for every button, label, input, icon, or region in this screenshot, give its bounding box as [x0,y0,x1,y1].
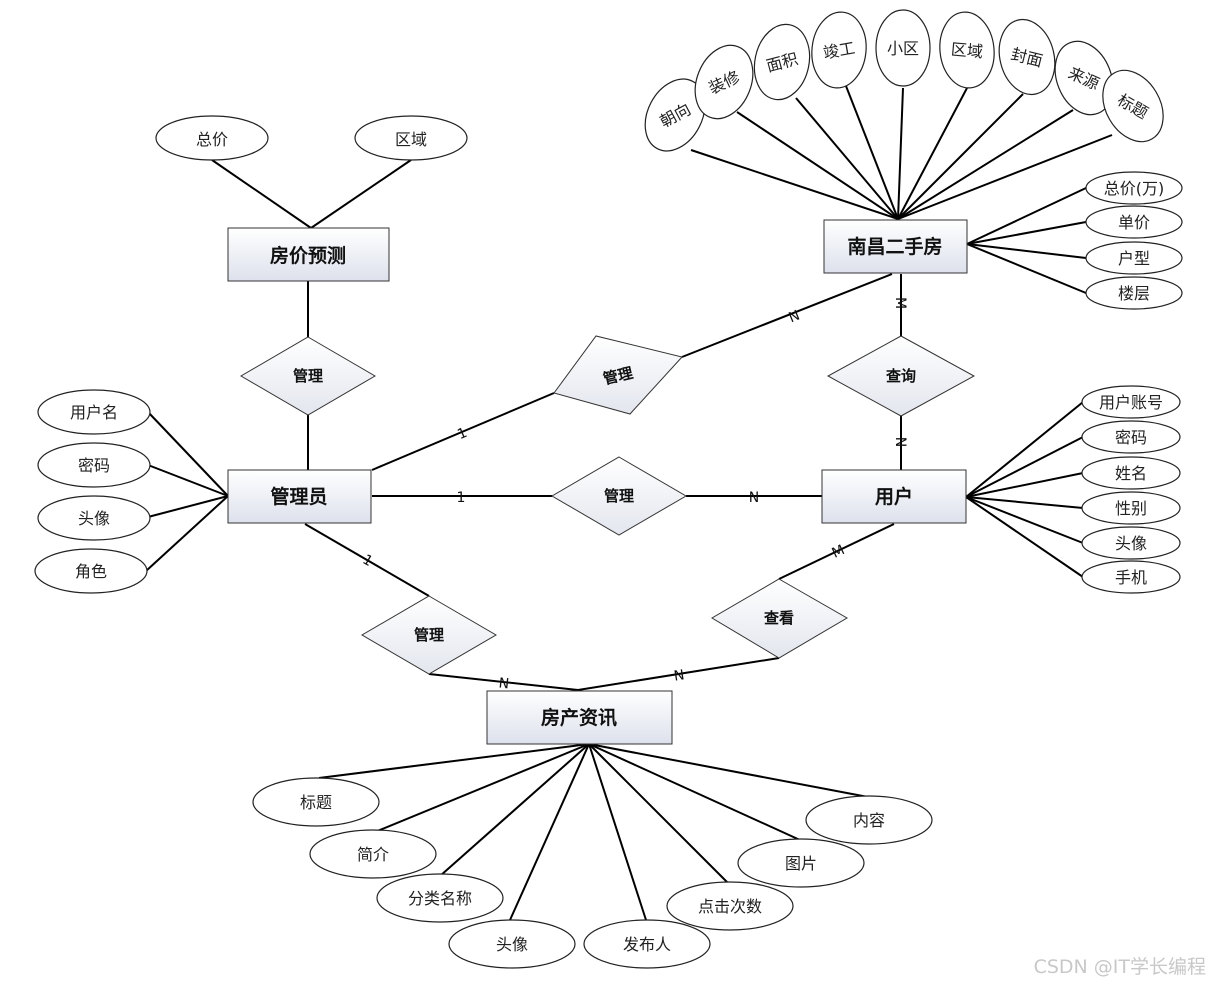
attr-label: 头像 [1115,534,1147,553]
attr-label: 姓名 [1115,464,1147,483]
relation-label: 管理 [293,367,323,385]
entity-house-price-prediction[interactable]: 房价预测 [227,227,390,282]
attr-news-image: 图片 [737,838,865,888]
attr-house-total-price-wan: 总价(万) [1085,171,1183,205]
attr-label: 总价(万) [1104,179,1165,198]
attr-user-phone: 手机 [1081,560,1181,594]
entity-label: 房价预测 [270,244,346,267]
attr-label: 小区 [887,39,919,58]
entity-user[interactable]: 用户 [821,469,967,524]
attr-news-click-count: 点击次数 [666,881,794,931]
attr-news-title: 标题 [252,777,380,827]
attr-label: 标题 [300,793,332,812]
attr-prediction-region: 区域 [354,115,468,161]
attr-label: 头像 [78,509,110,528]
attr-label: 密码 [1115,428,1147,447]
attr-label: 户型 [1118,249,1150,268]
attr-admin-username: 用户名 [37,389,151,435]
attr-house-title: 标题 [1102,69,1164,143]
attr-news-publisher: 发布人 [583,919,711,969]
entity-label: 用户 [875,485,913,508]
relation-admin-house[interactable]: 管理 [553,335,683,415]
attr-label: 发布人 [623,935,671,954]
attr-prediction-total-price: 总价 [155,115,269,161]
relation-label: 管理 [604,487,634,505]
attr-news-category: 分类名称 [376,873,504,923]
relation-admin-prediction[interactable]: 管理 [240,336,376,416]
attr-user-avatar: 头像 [1081,526,1181,560]
card-admin-house-1: 1 [455,425,469,443]
attr-label: 内容 [853,811,885,830]
attr-admin-role: 角色 [34,548,148,594]
card-query-m: M [892,297,908,309]
card-admin-news-1: 1 [360,552,376,570]
attr-label: 密码 [78,456,110,475]
entity-admin[interactable]: 管理员 [227,469,372,524]
card-admin-user-1: 1 [457,490,466,506]
entity-label: 管理员 [270,485,327,508]
attr-house-orientation: 朝向 [644,78,706,152]
relation-label: 管理 [414,626,444,644]
attr-label: 区域 [950,40,984,62]
attr-house-decoration: 装修 [694,44,754,120]
attr-admin-avatar: 头像 [37,495,151,541]
attr-house-layout: 户型 [1085,241,1183,275]
relation-admin-news[interactable]: 管理 [361,595,497,675]
attr-label: 用户名 [70,403,118,422]
connector-lines [145,85,1113,921]
attr-house-community: 小区 [875,9,931,87]
relation-admin-user[interactable]: 管理 [551,456,687,536]
entity-nanchang-second-hand-house[interactable]: 南昌二手房 [823,219,968,274]
attr-house-floor: 楼层 [1085,276,1183,310]
watermark: CSDN @IT学长编程 [1034,956,1206,978]
attr-label: 角色 [75,562,107,581]
attr-label: 图片 [785,854,817,873]
attr-house-unit-price: 单价 [1085,205,1183,239]
card-admin-news-n: N [498,675,510,692]
attr-label: 总价 [196,130,228,149]
attr-news-content: 内容 [805,795,933,845]
card-query-n: N [892,437,908,447]
attr-label: 性别 [1115,499,1147,518]
relation-label: 查看 [764,609,794,627]
card-view-m: M [830,542,848,562]
attr-label: 分类名称 [408,889,472,908]
attr-label: 头像 [496,935,528,954]
attr-label: 区域 [395,130,427,149]
attr-user-password: 密码 [1081,420,1181,454]
attr-user-account: 用户账号 [1081,385,1181,419]
attr-label: 楼层 [1118,284,1150,303]
card-admin-user-n: N [749,490,759,506]
entity-real-estate-news[interactable]: 房产资讯 [486,690,673,745]
attr-label: 用户账号 [1099,393,1163,412]
attr-house-cover: 封面 [998,18,1056,96]
attr-label: 手机 [1115,568,1147,587]
relation-query[interactable]: 查询 [826,335,976,417]
attr-news-summary: 简介 [309,829,437,879]
attr-admin-password: 密码 [37,442,151,488]
card-view-n: N [673,667,686,684]
attr-user-name: 姓名 [1081,456,1181,490]
attr-news-avatar: 头像 [448,919,576,969]
relation-view[interactable]: 查看 [711,578,848,659]
attr-house-source: 来源 [1054,40,1114,116]
relation-label: 查询 [886,367,916,385]
entity-label: 南昌二手房 [847,235,942,258]
entity-label: 房产资讯 [541,706,617,729]
attr-house-region: 区域 [939,11,995,89]
attr-user-gender: 性别 [1081,491,1181,525]
attr-house-completion: 竣工 [811,11,867,89]
attr-house-area: 面积 [753,23,811,101]
attr-label: 单价 [1118,213,1150,232]
attr-label: 简介 [357,845,389,864]
attr-label: 点击次数 [698,897,762,916]
